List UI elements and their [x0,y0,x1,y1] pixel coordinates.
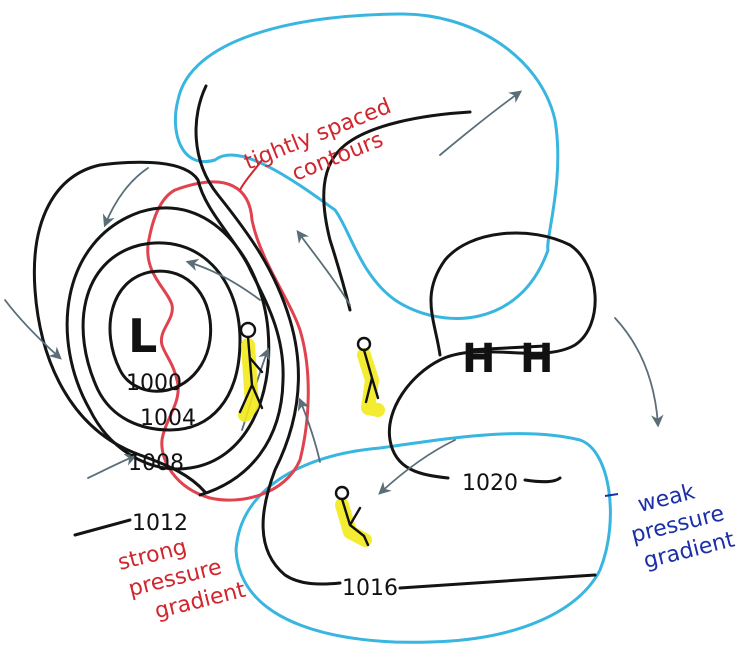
weak-gradient-region-bottom [234,432,612,644]
wind-arrow-2 [4,299,62,360]
wind-arrow-9 [378,439,456,495]
weak-gradient-region-top [173,12,560,320]
isobar-1020-tail [523,476,562,484]
isobar-1016 [194,84,342,586]
isobar-1004 [81,241,242,432]
low-pressure-symbol: L [128,309,157,363]
isobar-1016-tail [398,573,597,590]
label-1004: 1004 [140,406,196,431]
wind-arrow-6 [296,229,351,306]
label-1012: 1012 [132,511,188,536]
wind-arrow-3 [87,453,138,479]
wind-arrow-1 [102,167,149,228]
label-1016: 1016 [342,576,398,601]
wind-arrow-10 [297,397,321,463]
isobar-1012-tail [73,518,132,537]
annotation-strong-gradient: strong pressure gradient [115,535,248,625]
person-strong-wind [238,321,264,422]
high-symbol-left: H [462,336,495,382]
isobar-1020 [387,231,597,480]
wind-arrow-8 [614,317,664,428]
label-1008: 1008 [128,451,184,476]
isobar-1000 [108,269,213,393]
person-weak-wind [334,485,372,547]
isobar-1012 [32,160,285,497]
isobar-1020-left [322,110,472,312]
label-1000: 1000 [126,371,182,396]
high-pressure-symbol: H H [462,336,553,382]
wind-arrow-7 [439,90,523,156]
label-1020: 1020 [462,471,518,496]
wind-arrow-4 [185,258,261,301]
high-symbol-right: H [520,336,553,382]
person-medium-wind [356,336,385,417]
annotation-weak-gradient: weak pressure gradient [629,480,736,575]
